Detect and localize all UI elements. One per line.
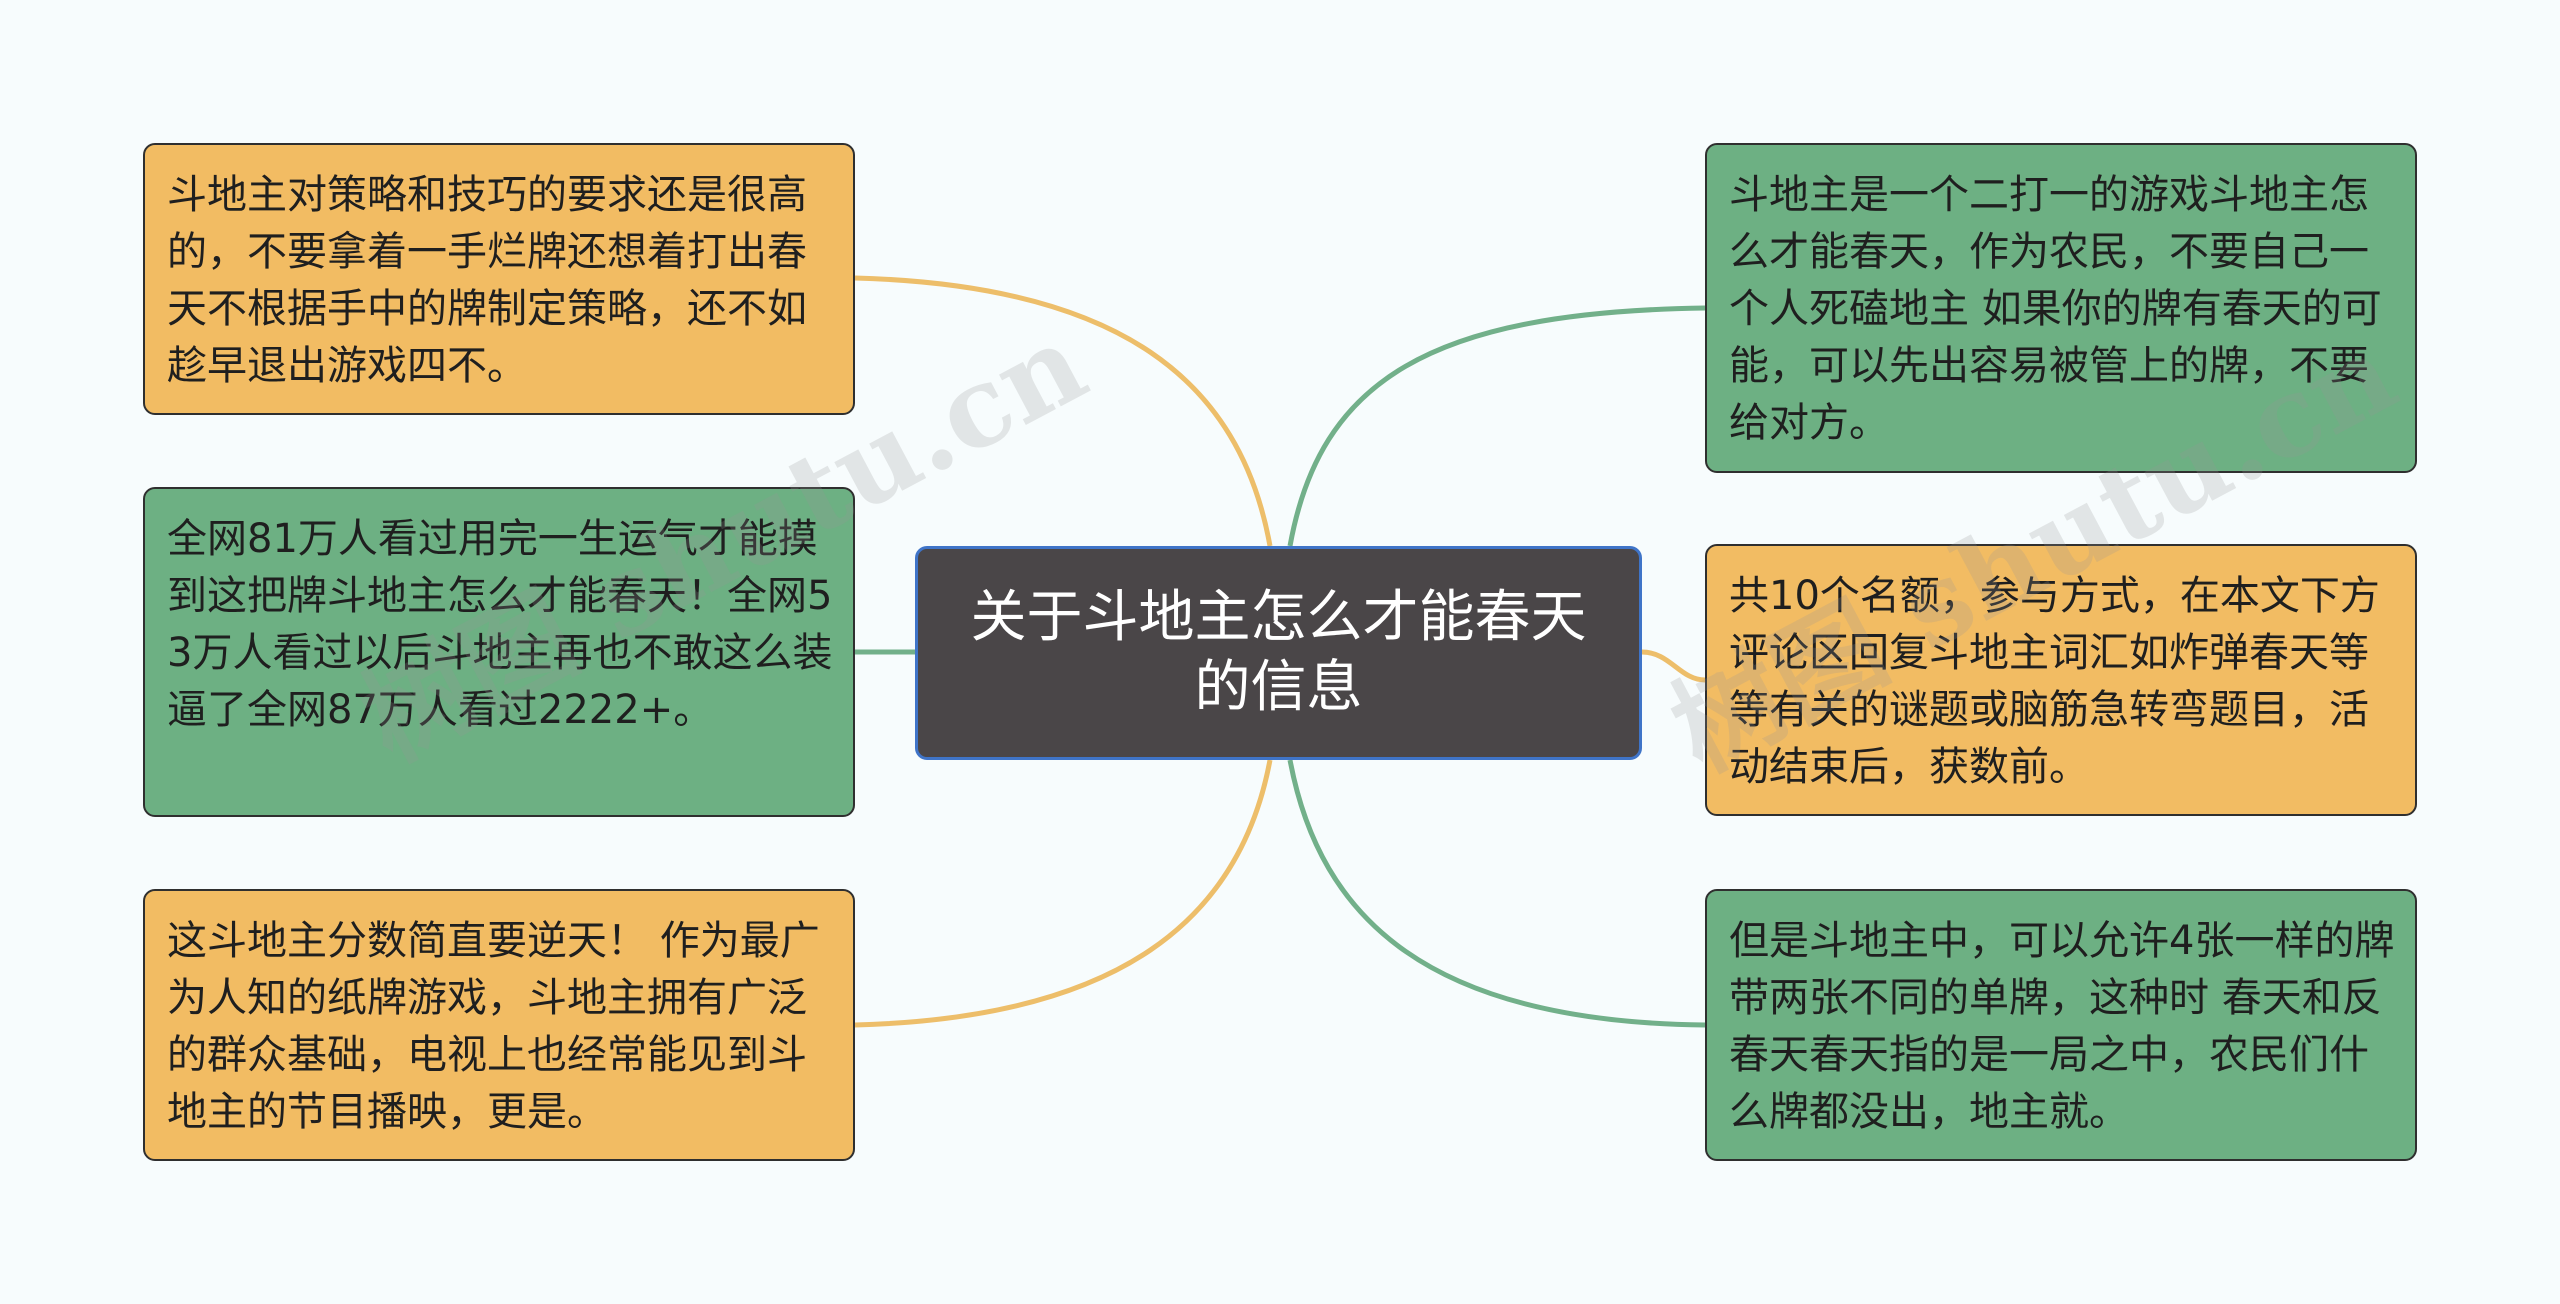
- topic-node-left-3: 这斗地主分数简直要逆天！ 作为最广为人知的纸牌游戏，斗地主拥有广泛的群众基础，电…: [143, 889, 855, 1161]
- connector-left-1: [854, 275, 1273, 547]
- topic-text-right-3: 但是斗地主中，可以允许4张一样的牌带两张不同的单牌，这种时 春天和反春天春天指的…: [1729, 918, 2395, 1135]
- central-topic-text: 关于斗地主怎么才能春天的信息: [970, 585, 1587, 720]
- topic-text-left-2: 全网81万人看过用完一生运气才能摸到这把牌斗地主怎么才能春天！全网53万人看过以…: [167, 516, 833, 733]
- topic-node-right-2: 共10个名额，参与方式，在本文下方评论区回复斗地主词汇如炸弹春天等等有关的谜题或…: [1705, 544, 2417, 816]
- topic-node-right-3: 但是斗地主中，可以允许4张一样的牌带两张不同的单牌，这种时 春天和反春天春天指的…: [1705, 889, 2417, 1161]
- connector-right-2: [1641, 649, 1706, 683]
- connector-right-3: [1287, 759, 1706, 1028]
- topic-node-right-1: 斗地主是一个二打一的游戏斗地主怎么才能春天，作为农民，不要自己一个人死磕地主 如…: [1705, 143, 2417, 473]
- connector-right-1: [1287, 305, 1706, 547]
- topic-text-right-2: 共10个名额，参与方式，在本文下方评论区回复斗地主词汇如炸弹春天等等有关的谜题或…: [1729, 573, 2380, 790]
- topic-text-left-1: 斗地主对策略和技巧的要求还是很高的，不要拿着一手烂牌还想着打出春天不根据手中的牌…: [167, 172, 807, 389]
- topic-text-right-1: 斗地主是一个二打一的游戏斗地主怎么才能春天，作为农民，不要自己一个人死磕地主 如…: [1729, 172, 2382, 446]
- central-topic: 关于斗地主怎么才能春天的信息: [915, 546, 1642, 760]
- connector-left-3: [854, 759, 1273, 1028]
- topic-node-left-2: 全网81万人看过用完一生运气才能摸到这把牌斗地主怎么才能春天！全网53万人看过以…: [143, 487, 855, 817]
- topic-node-left-1: 斗地主对策略和技巧的要求还是很高的，不要拿着一手烂牌还想着打出春天不根据手中的牌…: [143, 143, 855, 415]
- topic-text-left-3: 这斗地主分数简直要逆天！ 作为最广为人知的纸牌游戏，斗地主拥有广泛的群众基础，电…: [167, 918, 820, 1135]
